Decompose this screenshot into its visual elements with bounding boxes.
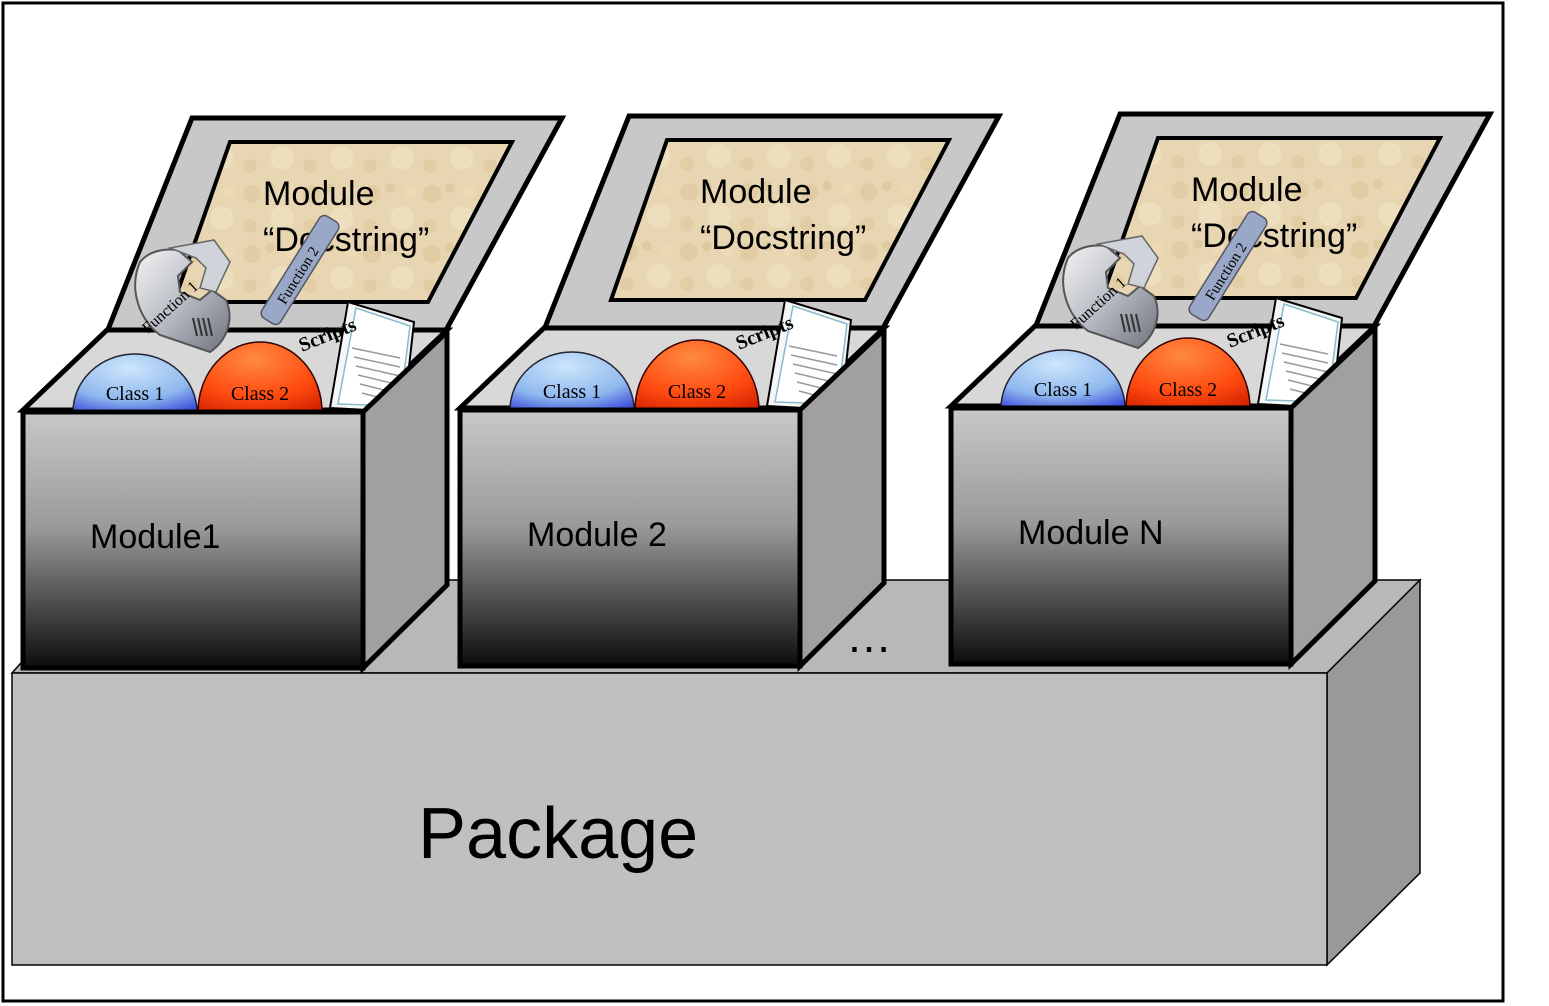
class-1-label: Class 1 xyxy=(543,381,601,403)
module-name: Module 2 xyxy=(527,516,667,554)
docstring-title: Module xyxy=(700,173,812,211)
docstring-title: Module xyxy=(263,175,375,213)
module-name: Module N xyxy=(1018,514,1164,552)
module-lid: Module “Docstring” xyxy=(1031,111,1495,331)
class-2-sphere: Class 2 xyxy=(634,339,760,411)
docstring-title: Module xyxy=(1191,171,1303,209)
class-2-sphere: Class 2 xyxy=(197,341,323,413)
class-1-sphere: Class 1 xyxy=(72,353,198,413)
class-1-label: Class 1 xyxy=(1034,379,1092,401)
module-name: Module1 xyxy=(90,518,220,556)
docstring-subtitle: “Docstring” xyxy=(1191,217,1357,255)
package-front-face xyxy=(11,672,1328,966)
class-2-sphere: Class 2 xyxy=(1125,337,1251,409)
docstring-paper xyxy=(1099,136,1444,300)
docstring-subtitle: “Docstring” xyxy=(263,221,429,259)
class-2-label: Class 2 xyxy=(1159,379,1217,401)
docstring-paper xyxy=(171,140,516,304)
box-front-face xyxy=(948,405,1294,667)
module-lid: Module “Docstring” xyxy=(540,113,1004,333)
ellipsis: … xyxy=(846,610,900,662)
wrench-icon: Function 1 xyxy=(1062,235,1159,350)
class-2-label: Class 2 xyxy=(231,383,289,405)
wrench-icon: Function 1 xyxy=(134,239,231,354)
class-1-label: Class 1 xyxy=(106,383,164,405)
docstring-paper xyxy=(608,138,953,302)
box-front-face xyxy=(457,407,803,669)
class-1-sphere: Class 1 xyxy=(509,351,635,411)
class-1-sphere: Class 1 xyxy=(1000,349,1126,409)
package-label: Package xyxy=(418,794,698,874)
box-front-face xyxy=(20,409,366,671)
docstring-subtitle: “Docstring” xyxy=(700,219,866,257)
class-2-label: Class 2 xyxy=(668,381,726,403)
